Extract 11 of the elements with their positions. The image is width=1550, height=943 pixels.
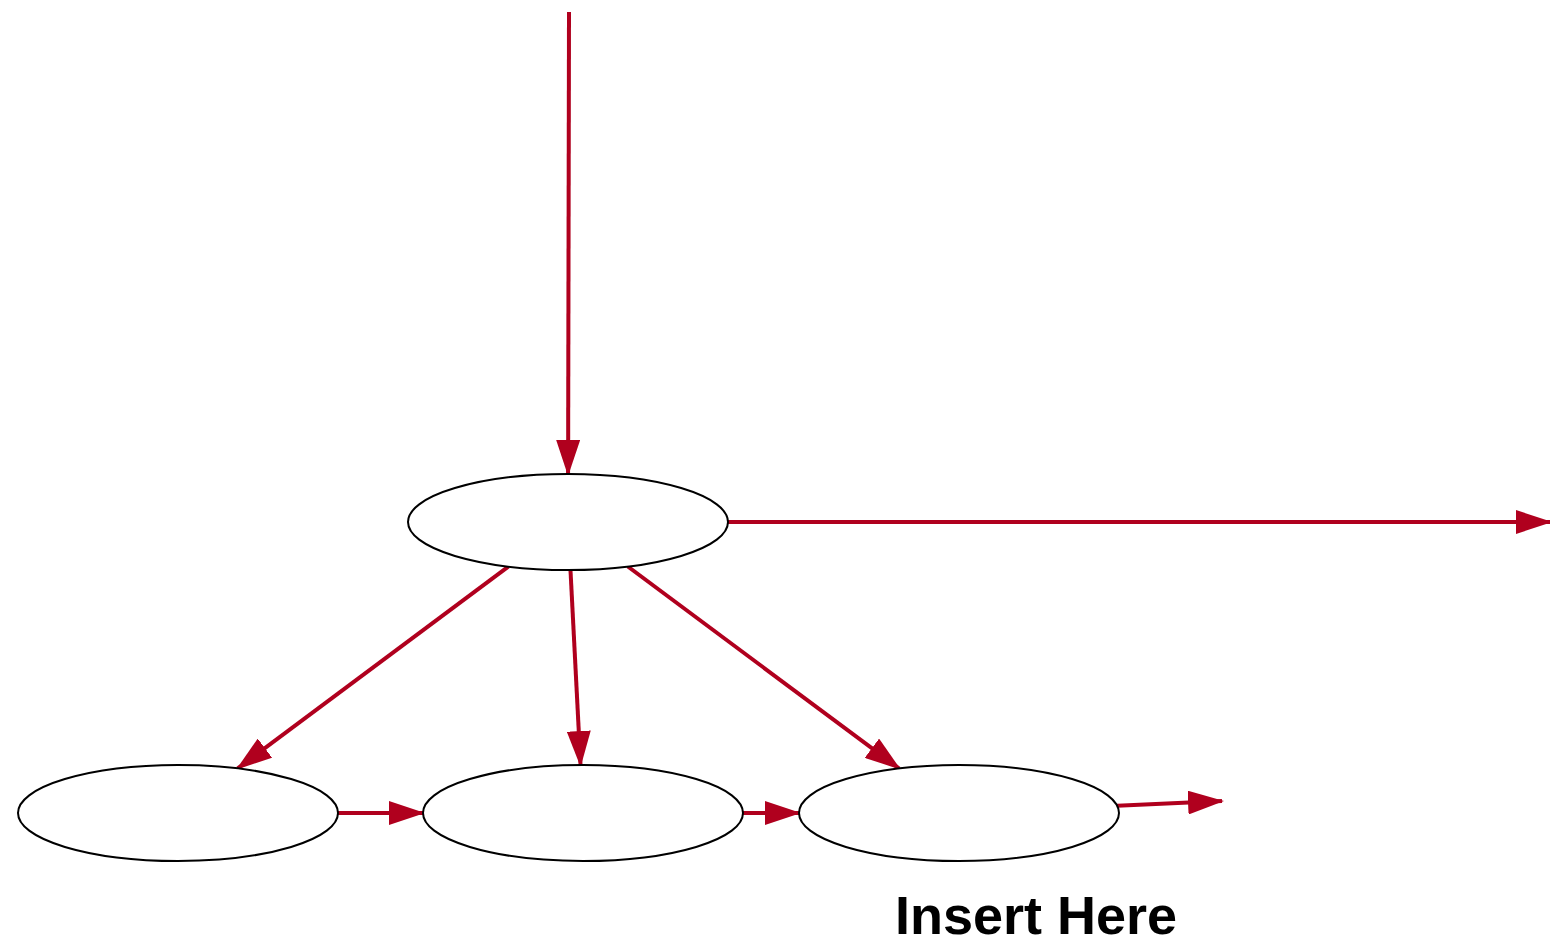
arrow [1117, 790, 1224, 815]
ellipse-node [16, 763, 340, 863]
ellipse-node [797, 763, 1121, 863]
arrow [626, 564, 901, 771]
arrow [236, 564, 510, 771]
ellipse-node [421, 763, 745, 863]
ellipse-node [406, 472, 730, 572]
arrow [556, 12, 581, 476]
arrow [728, 510, 1550, 534]
arrow [566, 569, 591, 767]
caption-label: Insert Here [895, 888, 1178, 942]
